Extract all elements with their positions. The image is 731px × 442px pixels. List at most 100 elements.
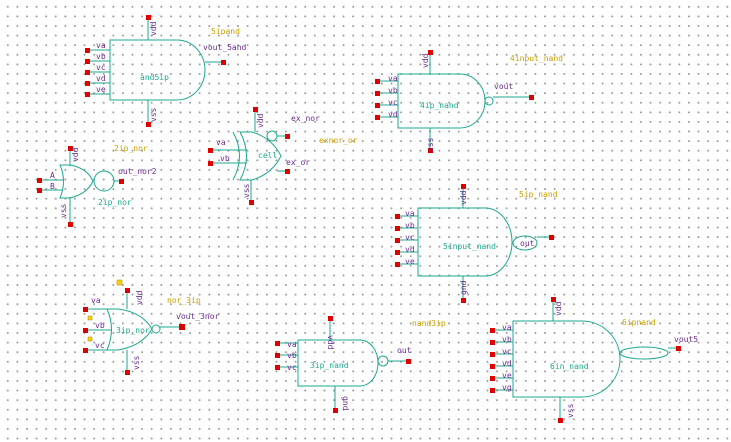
nand5-gnd-pin[interactable] [461,298,466,303]
nand6-vss-label: vss [566,403,575,418]
and5ip-gate-body [109,39,206,101]
nand4-vb-pin[interactable] [375,91,380,96]
nand6-vdd-label: vdd [554,301,563,316]
nand3-gnd-pin[interactable] [333,408,338,413]
nand4-vd-label: vd [388,110,398,119]
xnor-cell-label: cell [258,151,277,160]
nand6-vss-pin[interactable] [558,418,563,423]
nand5-vdd-pin[interactable] [461,184,466,189]
and5ip-cell-label: and5ip [140,73,169,82]
nand6-vg-pin[interactable] [490,388,495,393]
xnor-vss-pin[interactable] [249,200,254,205]
xnor-exor-label: ex_or [286,158,310,167]
nor2-a-pin[interactable] [37,178,42,183]
nand3-vdd-pin[interactable] [328,316,333,321]
nand4-vc-pin[interactable] [375,103,380,108]
and5ip-ve-label: ve [96,85,106,94]
nand3-va-pin[interactable] [275,341,280,346]
nor3-vss-pin[interactable] [125,370,130,375]
nand5-out-label: out [520,239,535,248]
nand5-vd-pin[interactable] [395,250,400,255]
nor3-symbol[interactable]: va vb vc vdd vss vout_3nor 3ip_nor nor_3… [83,279,220,375]
xnor-vdd-pin[interactable] [253,107,258,112]
nand5-vb-pin[interactable] [395,226,400,231]
and5ip-instance-name: 5ipand [211,27,240,36]
nand5-symbol[interactable]: va vb vc vd ve vdd gnd out 5input_nand 5… [395,184,558,303]
and5ip-out-pin[interactable] [221,60,226,65]
xnor-vb-pin[interactable] [208,161,213,166]
nor3-vc-label: vc [95,341,105,350]
nand4-vss-pin[interactable] [428,148,433,153]
nand6-inverter-bubble [619,346,669,360]
nor2-cell-label: 2ip_nor [98,198,132,207]
nand6-va-pin[interactable] [490,328,495,333]
nor3-vss-label: vss [132,355,141,370]
nor3-gate-body [106,308,153,351]
nor3-vdd-pin[interactable] [125,288,130,293]
and5ip-vc-pin[interactable] [85,70,90,75]
and5ip-vc-label: vc [96,63,106,72]
nor2-out-label: out_nor2 [118,167,157,176]
nor2-vss-pin[interactable] [68,222,73,227]
nor2-inverter-bubble [93,170,115,192]
xnor-exnor-pin[interactable] [285,134,290,139]
nand4-vdd-label: vdd [421,53,430,68]
nand5-ve-pin[interactable] [395,262,400,267]
nand3-vb-pin[interactable] [275,353,280,358]
and5ip-vb-pin[interactable] [85,59,90,64]
nand6-vdd-pin[interactable] [551,297,556,302]
nand4-vdd-pin[interactable] [428,50,433,55]
nor3-vb-pin[interactable] [83,328,88,333]
nor2-vdd-pin[interactable] [68,146,73,151]
xnor-exor-pin[interactable] [285,169,290,174]
nand5-va-pin[interactable] [395,214,400,219]
and5ip-va-pin[interactable] [85,48,90,53]
nand3-vc-pin[interactable] [275,365,280,370]
nand6-vd-pin[interactable] [490,364,495,369]
nand3-out-pin[interactable] [406,359,411,364]
xnor-va-pin[interactable] [208,148,213,153]
nor2-instance-name: 2ip_nor [114,144,148,153]
nand4-out-label: vout [494,82,513,91]
nand6-out-pin[interactable] [676,346,681,351]
nand5-out-pin[interactable] [549,235,554,240]
nand3-gate-body [297,339,379,387]
nor2-out-pin[interactable] [119,179,124,184]
nand5-cell-label: 5input_nand [443,242,496,251]
and5ip-vdd-pin[interactable] [146,15,151,20]
xnor-instance-name: exnor_or [319,136,358,145]
nor3-instance-name: nor_3ip [167,296,201,305]
nand6-vg-label: vg [502,383,512,392]
nand6-ve-pin[interactable] [490,376,495,381]
nand6-vb-pin[interactable] [490,340,495,345]
nor3-cell-label: 3ip_nor [116,326,150,335]
nor3-inverter-bubble [151,324,161,334]
nor2-symbol[interactable]: A B vdd vss out_nor2 2ip_nor 2ip_nor [37,144,157,227]
nand4-vss-label: vss [426,137,435,152]
nand6-vb-label: vb [502,335,512,344]
nand6-symbol[interactable]: va vb vc vd ve vg vdd vss vout5 6in_nand… [490,297,698,423]
and5ip-vss-label: vss [149,107,158,122]
nor3-vc-pin[interactable] [83,348,88,353]
nand5-vc-pin[interactable] [395,238,400,243]
nand4-vd-pin[interactable] [375,115,380,120]
nor3-va-pin[interactable] [83,307,88,312]
and5ip-vd-pin[interactable] [85,81,90,86]
nand4-vb-label: vb [388,86,398,95]
nor2-b-pin[interactable] [37,188,42,193]
nand3-vb-label: vb [287,351,297,360]
nand4-out-pin[interactable] [529,95,534,100]
xnor-symbol[interactable]: va vb vdd vss ex_nor ex_or cell exnor_or [208,107,358,205]
and5ip-ve-pin[interactable] [85,92,90,97]
nand4-va-pin[interactable] [375,79,380,84]
xnor-vdd-label: vdd [256,113,265,128]
nand6-ve-label: ve [502,371,512,380]
and5ip-vss-pin[interactable] [146,122,151,127]
nand4-symbol[interactable]: va vb vc vd vdd vss vout 4ip_nand 4input… [375,50,563,153]
nand3-symbol[interactable]: va vb vc vdd gnd out 3ip_nand nand3ip [275,316,446,413]
nand6-vc-pin[interactable] [490,352,495,357]
nor3-out-pin[interactable] [179,324,185,330]
and5ip-symbol[interactable]: va vb vc vd ve vdd vss vout_5and and5ip … [85,15,247,127]
and5ip-va-label: va [96,41,106,50]
